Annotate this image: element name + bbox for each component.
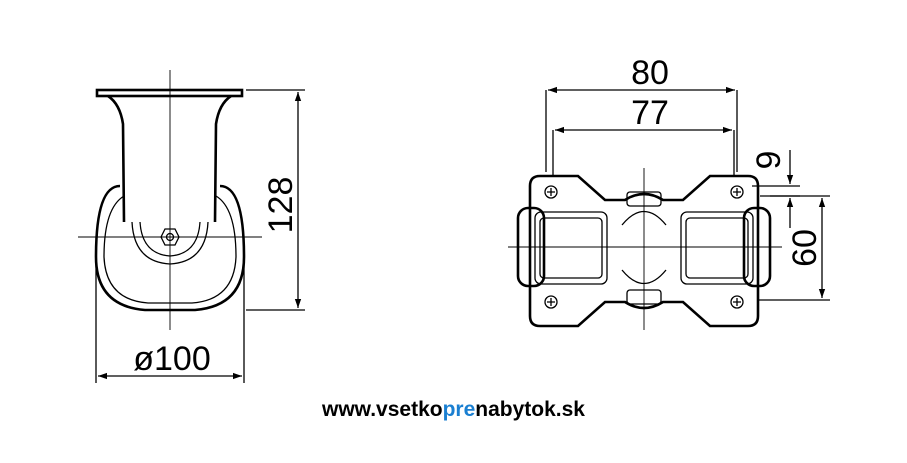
mounting-hole: [544, 295, 558, 309]
recess-left: [539, 217, 603, 279]
hole-spacing-label: 77: [631, 94, 669, 132]
wheel-outer-right: [219, 184, 246, 258]
top-view: 80 77 9 60: [508, 54, 830, 330]
url-part-1: www.vsetko: [321, 398, 443, 421]
tyre-inner-left: [103, 195, 125, 258]
side-view: 128 ø100: [78, 70, 305, 383]
mounting-plate: [95, 88, 244, 98]
diameter-label: ø100: [133, 340, 211, 378]
fork-right: [213, 94, 232, 223]
recess-left-outer: [534, 211, 608, 285]
fork-left: [107, 94, 126, 223]
url-part-3: nabytok.sk: [475, 398, 585, 421]
url-part-2: pre: [442, 398, 476, 421]
plate-outline: [528, 174, 760, 328]
recess-right: [685, 217, 749, 279]
tyre-inner-right: [215, 195, 237, 258]
hole-pitch-label: 60: [786, 229, 824, 267]
mounting-holes: [544, 185, 744, 309]
mounting-hole: [730, 185, 744, 199]
height-label: 128: [262, 177, 300, 234]
mounting-hole: [730, 295, 744, 309]
recess-right-outer: [680, 211, 754, 285]
overall-width-label: 80: [631, 54, 669, 92]
hole-offset-label: 9: [750, 151, 788, 170]
wheel-outer-left: [94, 184, 121, 258]
mounting-hole: [544, 185, 558, 199]
website-url[interactable]: www.vsetkoprenabytok.sk: [0, 398, 907, 422]
